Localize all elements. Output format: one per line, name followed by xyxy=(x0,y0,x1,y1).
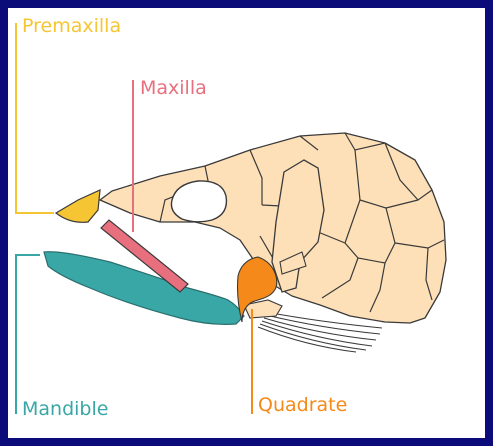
premaxilla-label: Premaxilla xyxy=(22,17,121,36)
mandible-label: Mandible xyxy=(22,400,108,419)
premaxilla-bone xyxy=(56,190,100,222)
premaxilla-leader-line xyxy=(16,23,54,213)
mandible-leader-line xyxy=(16,255,40,414)
eye-socket xyxy=(171,181,226,222)
quadrate-label: Quadrate xyxy=(258,396,347,415)
maxilla-label: Maxilla xyxy=(140,79,207,98)
